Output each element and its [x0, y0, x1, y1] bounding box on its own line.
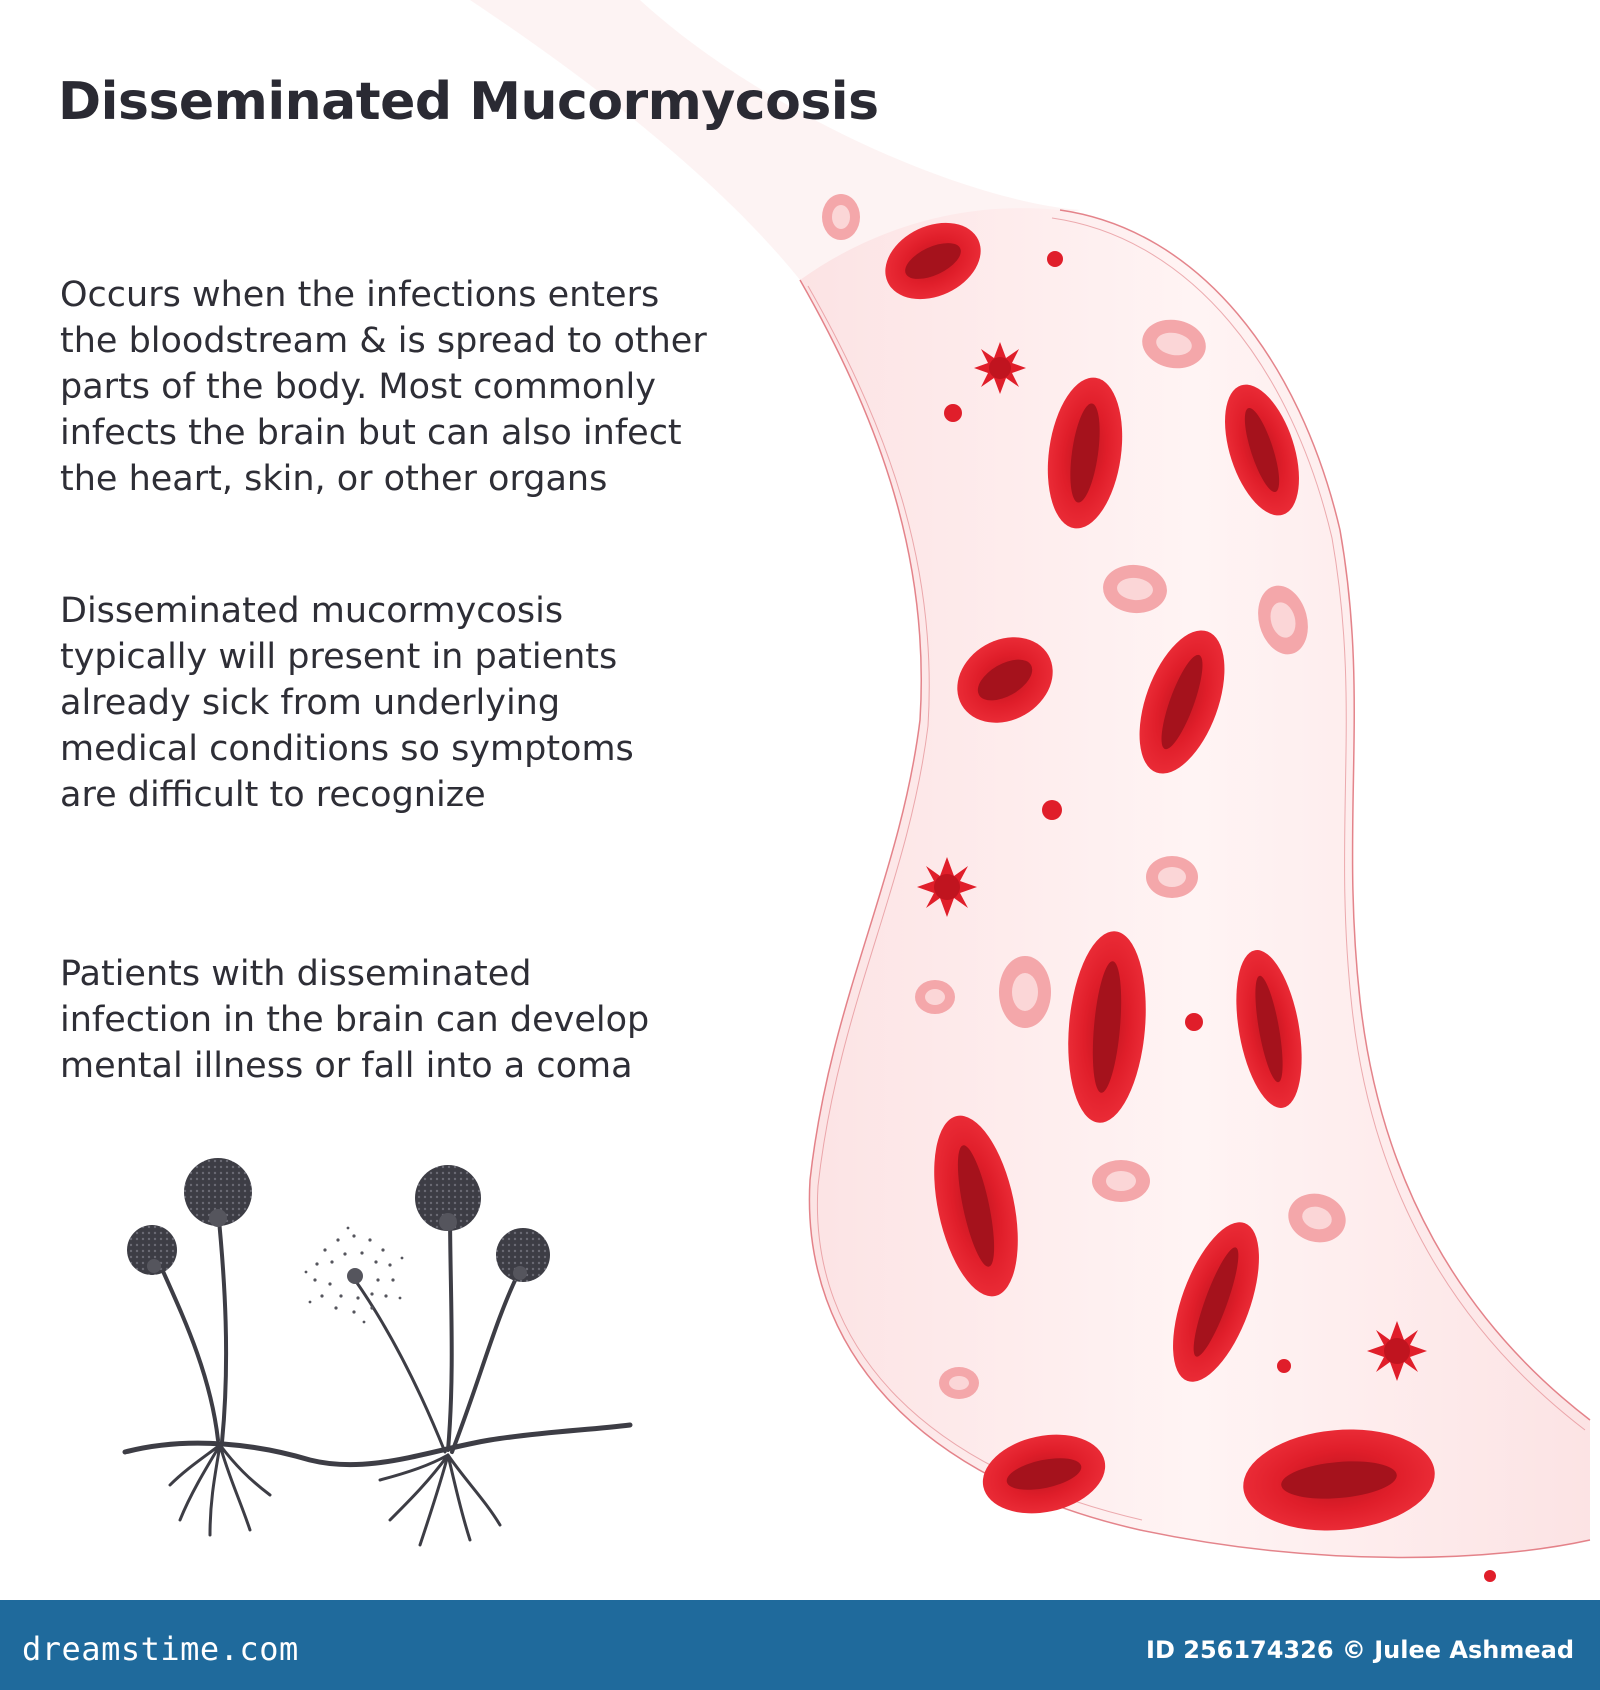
- pale-blood-cell-icon: [1103, 564, 1167, 614]
- text-line: Occurs when the infections enters: [60, 275, 660, 315]
- red-blood-cell-icon: [1243, 1429, 1435, 1531]
- page-title: Disseminated Mucormycosis: [58, 72, 879, 132]
- blood-vessel-illustration: [470, 0, 1591, 1582]
- blood-dot: [1185, 1013, 1203, 1031]
- text-line: mental illness or fall into a coma: [60, 1046, 633, 1086]
- vessel-wall-left: [799, 279, 1591, 1559]
- blood-dot: [1042, 800, 1062, 820]
- fungus-stalk: [450, 1268, 522, 1454]
- text-line: the bloodstream & is spread to other: [60, 321, 707, 361]
- pale-blood-cell-icon: [939, 1367, 979, 1399]
- pale-blood-cell-icon: [999, 956, 1051, 1028]
- fungus-stalk: [216, 1208, 229, 1444]
- fungus-sporangium-icon: [184, 1158, 252, 1227]
- pale-blood-cell-icon: [822, 194, 860, 240]
- fungus-sporangium-icon: [127, 1225, 177, 1275]
- spore-cloud-icon: [304, 1226, 404, 1324]
- text-line: infection in the brain can develop: [60, 1000, 650, 1040]
- brand-logo[interactable]: dreamstime.com: [22, 1630, 299, 1668]
- text-line: medical conditions so symptoms: [60, 729, 634, 769]
- pale-blood-cell-icon: [1146, 856, 1198, 898]
- red-blood-cell-icon: [1047, 377, 1123, 529]
- pale-blood-cell-icon: [1142, 319, 1206, 369]
- blood-dot: [1484, 1570, 1496, 1582]
- pale-blood-cell-icon: [1092, 1160, 1150, 1202]
- spiky-pathogen-icon: [1367, 1321, 1427, 1381]
- fungus-roots: [378, 1453, 502, 1547]
- text-line: already sick from underlying: [60, 683, 561, 723]
- pale-blood-cell-icon: [1258, 585, 1308, 655]
- fungus-roots: [168, 1443, 272, 1537]
- pale-blood-cell-icon: [1288, 1193, 1346, 1243]
- fungus-sporangium-icon: [415, 1165, 481, 1231]
- text-line: are difficult to recognize: [60, 775, 486, 815]
- red-blood-cell-icon: [1173, 1222, 1259, 1382]
- fungus-stalk: [156, 1258, 220, 1442]
- text-line: Patients with disseminated: [60, 954, 532, 994]
- fungus-sporangium-icon: [496, 1228, 550, 1282]
- fungus-hypha: [122, 1422, 633, 1468]
- footer-bar: dreamstime.com ID 256174326 © Julee Ashm…: [0, 1600, 1600, 1690]
- red-blood-cell-icon: [885, 222, 981, 300]
- red-blood-cell-icon: [982, 1434, 1106, 1514]
- red-blood-cell-icon: [1068, 931, 1146, 1123]
- blood-dot: [944, 404, 962, 422]
- text-line: Disseminated mucormycosis: [60, 591, 564, 631]
- blood-dot: [1277, 1359, 1291, 1373]
- red-blood-cell-icon: [1139, 630, 1225, 774]
- description-paragraph-3: Patients with disseminated infection in …: [60, 951, 780, 1089]
- description-paragraph-1: Occurs when the infections enters the bl…: [60, 272, 780, 502]
- fungus-illustration: [122, 1158, 633, 1547]
- vessel-wall-right-inner: [1051, 217, 1586, 1431]
- red-blood-cell-icon: [1236, 950, 1302, 1108]
- red-blood-cell-icon: [957, 637, 1053, 723]
- red-blood-cell-icon: [934, 1115, 1018, 1297]
- description-paragraph-2: Disseminated mucormycosis typically will…: [60, 588, 780, 818]
- spiky-pathogen-icon: [974, 342, 1026, 394]
- image-credit: ID 256174326 © Julee Ashmead: [1146, 1636, 1574, 1664]
- text-line: typically will present in patients: [60, 637, 618, 677]
- blood-dot: [1047, 251, 1063, 267]
- vessel-light-beam: [470, 0, 1080, 280]
- text-line: parts of the body. Most commonly: [60, 367, 656, 407]
- fungus-stalk: [353, 1278, 447, 1454]
- pale-blood-cell-icon: [915, 980, 955, 1014]
- spiky-pathogen-icon: [917, 857, 977, 917]
- red-blood-cell-icon: [1225, 384, 1299, 516]
- fungus-stalk: [446, 1208, 454, 1452]
- text-line: the heart, skin, or other organs: [60, 459, 608, 499]
- vessel-wall-right: [1059, 209, 1591, 1421]
- vessel-wall-left-inner: [807, 285, 1143, 1521]
- text-line: infects the brain but can also infect: [60, 413, 682, 453]
